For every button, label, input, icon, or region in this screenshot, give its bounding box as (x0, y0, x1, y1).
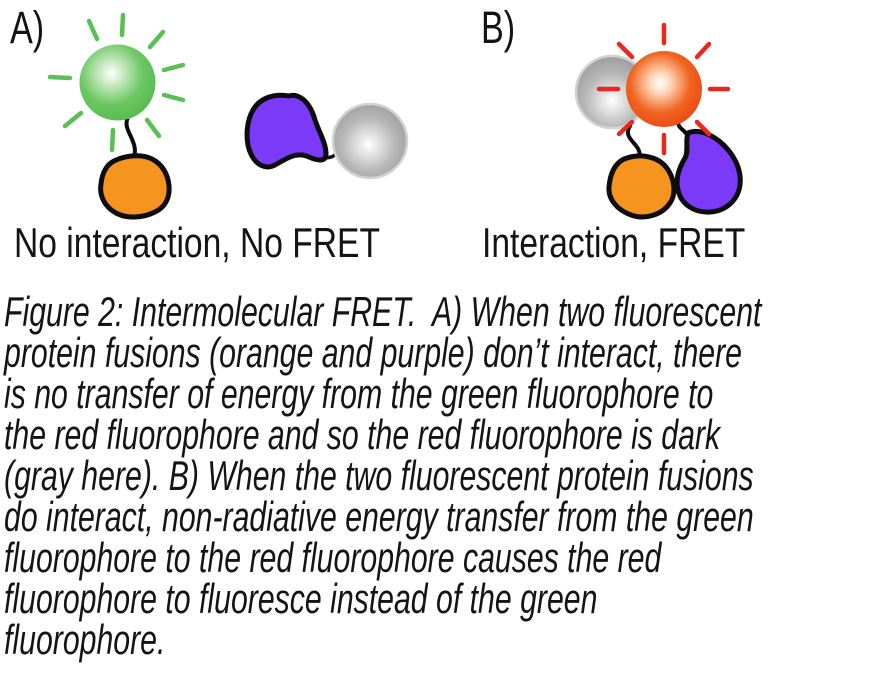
panel-b-diagram (574, 22, 743, 220)
figure-caption-line: do interact, non-radiative energy transf… (4, 493, 754, 540)
gray-fluorophore (331, 102, 409, 180)
orange-protein (606, 153, 677, 220)
emission-rays-green (47, 12, 186, 153)
purple-protein (244, 92, 329, 170)
figure-caption-line: fluorophore to fluoresce instead of the … (4, 575, 598, 622)
purple-protein (674, 128, 743, 215)
figure-caption-line: fluorophore to the red fluorophore cause… (4, 534, 662, 581)
figure-caption: Figure 2: Intermolecular FRET. A) When t… (4, 288, 868, 663)
figure-caption-line: protein fusions (orange and purple) don’… (4, 329, 742, 376)
green-fluorophore (79, 44, 156, 121)
panel-b-label: B) (481, 2, 516, 53)
figure-caption-line: the red fluorophore and so the red fluor… (4, 411, 721, 458)
figure-caption-line: (gray here). B) When the two fluorescent… (4, 452, 754, 499)
panel-a-label: A) (10, 2, 45, 53)
red-fluorophore (626, 51, 702, 127)
emission-rays-red (596, 22, 731, 156)
figure-caption-line: fluorophore. (4, 616, 166, 663)
panel-b-caption: Interaction, FRET (482, 219, 746, 266)
figure-caption-line: Figure 2: Intermolecular FRET. A) When t… (4, 288, 762, 335)
panel-a-diagram (47, 12, 409, 220)
figure-caption-line: is no transfer of energy from the green … (4, 370, 714, 417)
panel-a-caption: No interaction, No FRET (14, 219, 380, 266)
orange-protein (98, 153, 172, 220)
